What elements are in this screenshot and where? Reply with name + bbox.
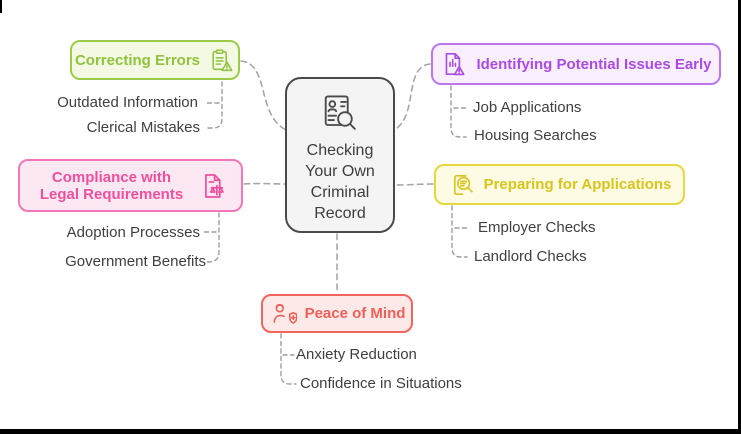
sub-item-outdated-information: Outdated Information bbox=[57, 94, 198, 111]
sub-item-landlord-checks: Landlord Checks bbox=[474, 248, 587, 265]
sub-item-housing-searches: Housing Searches bbox=[474, 127, 597, 144]
branch-peace-of-mind: Peace of Mind bbox=[261, 294, 413, 333]
branch-preparing-applications: Preparing for Applications bbox=[434, 164, 685, 205]
link-preparing bbox=[393, 183, 434, 186]
branch-compliance-legal: Compliance with Legal Requirements bbox=[18, 159, 243, 212]
profile-search-icon bbox=[324, 95, 356, 130]
branch-identifying-issues: Identifying Potential Issues Early bbox=[431, 43, 721, 85]
link-correcting-errors bbox=[240, 60, 287, 131]
sub-item-government-benefits: Government Benefits bbox=[65, 253, 206, 270]
document-chart-alert-icon bbox=[446, 52, 465, 76]
sub-item-anxiety-reduction: Anxiety Reduction bbox=[296, 346, 417, 363]
sub-item-job-applications: Job Applications bbox=[473, 99, 582, 116]
document-search-icon bbox=[453, 174, 473, 195]
branch-identifying-issues-label: Identifying Potential Issues Early bbox=[476, 55, 712, 73]
frame-border-topleft-tick bbox=[0, 0, 2, 13]
sub-item-clerical-mistakes: Clerical Mistakes bbox=[86, 119, 200, 136]
branch-compliance-legal-label: Compliance with Legal Requirements bbox=[39, 168, 184, 203]
sublink-government bbox=[203, 212, 220, 263]
link-identifying-issues bbox=[393, 63, 431, 131]
sublink-confidence bbox=[280, 333, 297, 385]
clipboard-alert-icon bbox=[212, 48, 233, 71]
branch-peace-of-mind-label: Peace of Mind bbox=[304, 305, 406, 322]
sub-item-confidence-in-situations: Confidence in Situations bbox=[300, 375, 462, 392]
sublink-housing bbox=[450, 85, 467, 138]
branch-preparing-applications-label: Preparing for Applications bbox=[483, 176, 672, 193]
document-scales-icon bbox=[204, 173, 224, 198]
center-node: Checking Your Own Criminal Record bbox=[285, 77, 395, 233]
frame-border-bottom bbox=[0, 429, 741, 434]
person-shield-plus-icon bbox=[273, 303, 297, 324]
branch-correcting-errors: Correcting Errors bbox=[70, 40, 240, 80]
frame-border-right bbox=[738, 0, 741, 434]
sublink-clerical bbox=[206, 81, 223, 129]
branch-correcting-errors-label: Correcting Errors bbox=[74, 51, 201, 69]
sub-item-adoption-processes: Adoption Processes bbox=[66, 224, 200, 241]
sub-item-employer-checks: Employer Checks bbox=[478, 219, 596, 236]
center-node-label: Checking Your Own Criminal Record bbox=[305, 142, 375, 222]
sublink-landlord bbox=[451, 205, 468, 258]
